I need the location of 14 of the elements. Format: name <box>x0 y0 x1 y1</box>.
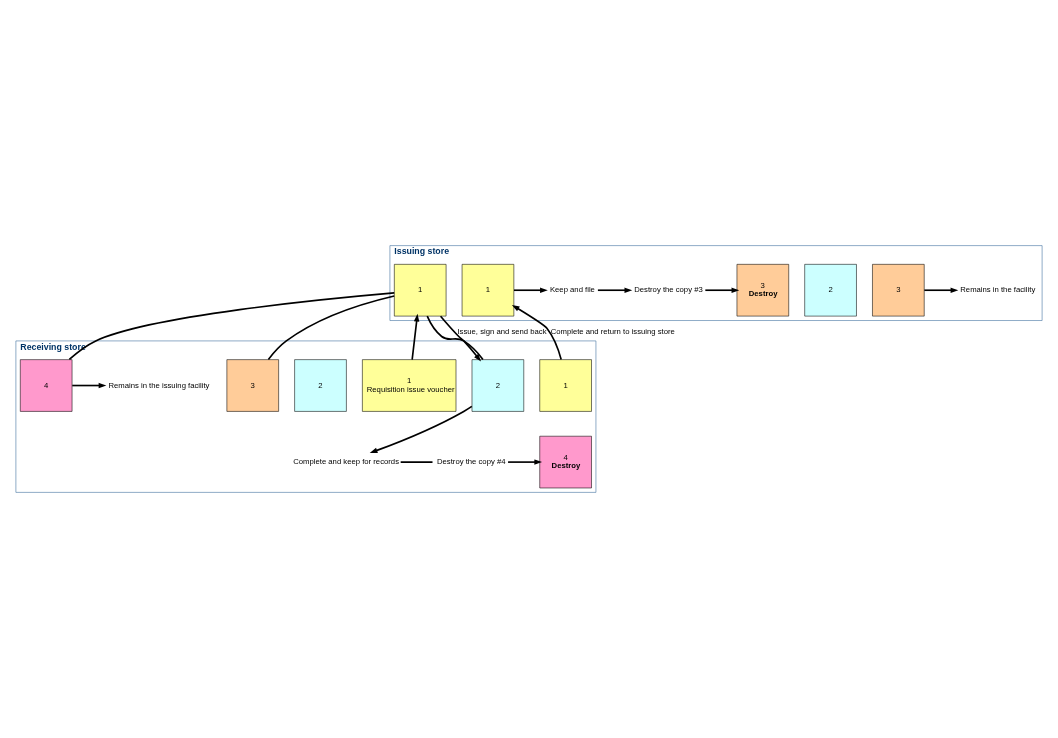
arrow <box>507 459 543 465</box>
connector <box>68 292 396 361</box>
connector <box>426 315 484 361</box>
arrow <box>597 287 633 293</box>
arrow <box>439 315 482 362</box>
connector <box>399 461 434 463</box>
arrow <box>71 382 107 389</box>
arrow <box>923 287 959 293</box>
arrow <box>369 405 473 454</box>
arrow <box>513 287 548 293</box>
arrow <box>704 287 740 293</box>
arrow <box>411 313 420 361</box>
arrow <box>511 304 562 361</box>
connector <box>267 295 396 361</box>
